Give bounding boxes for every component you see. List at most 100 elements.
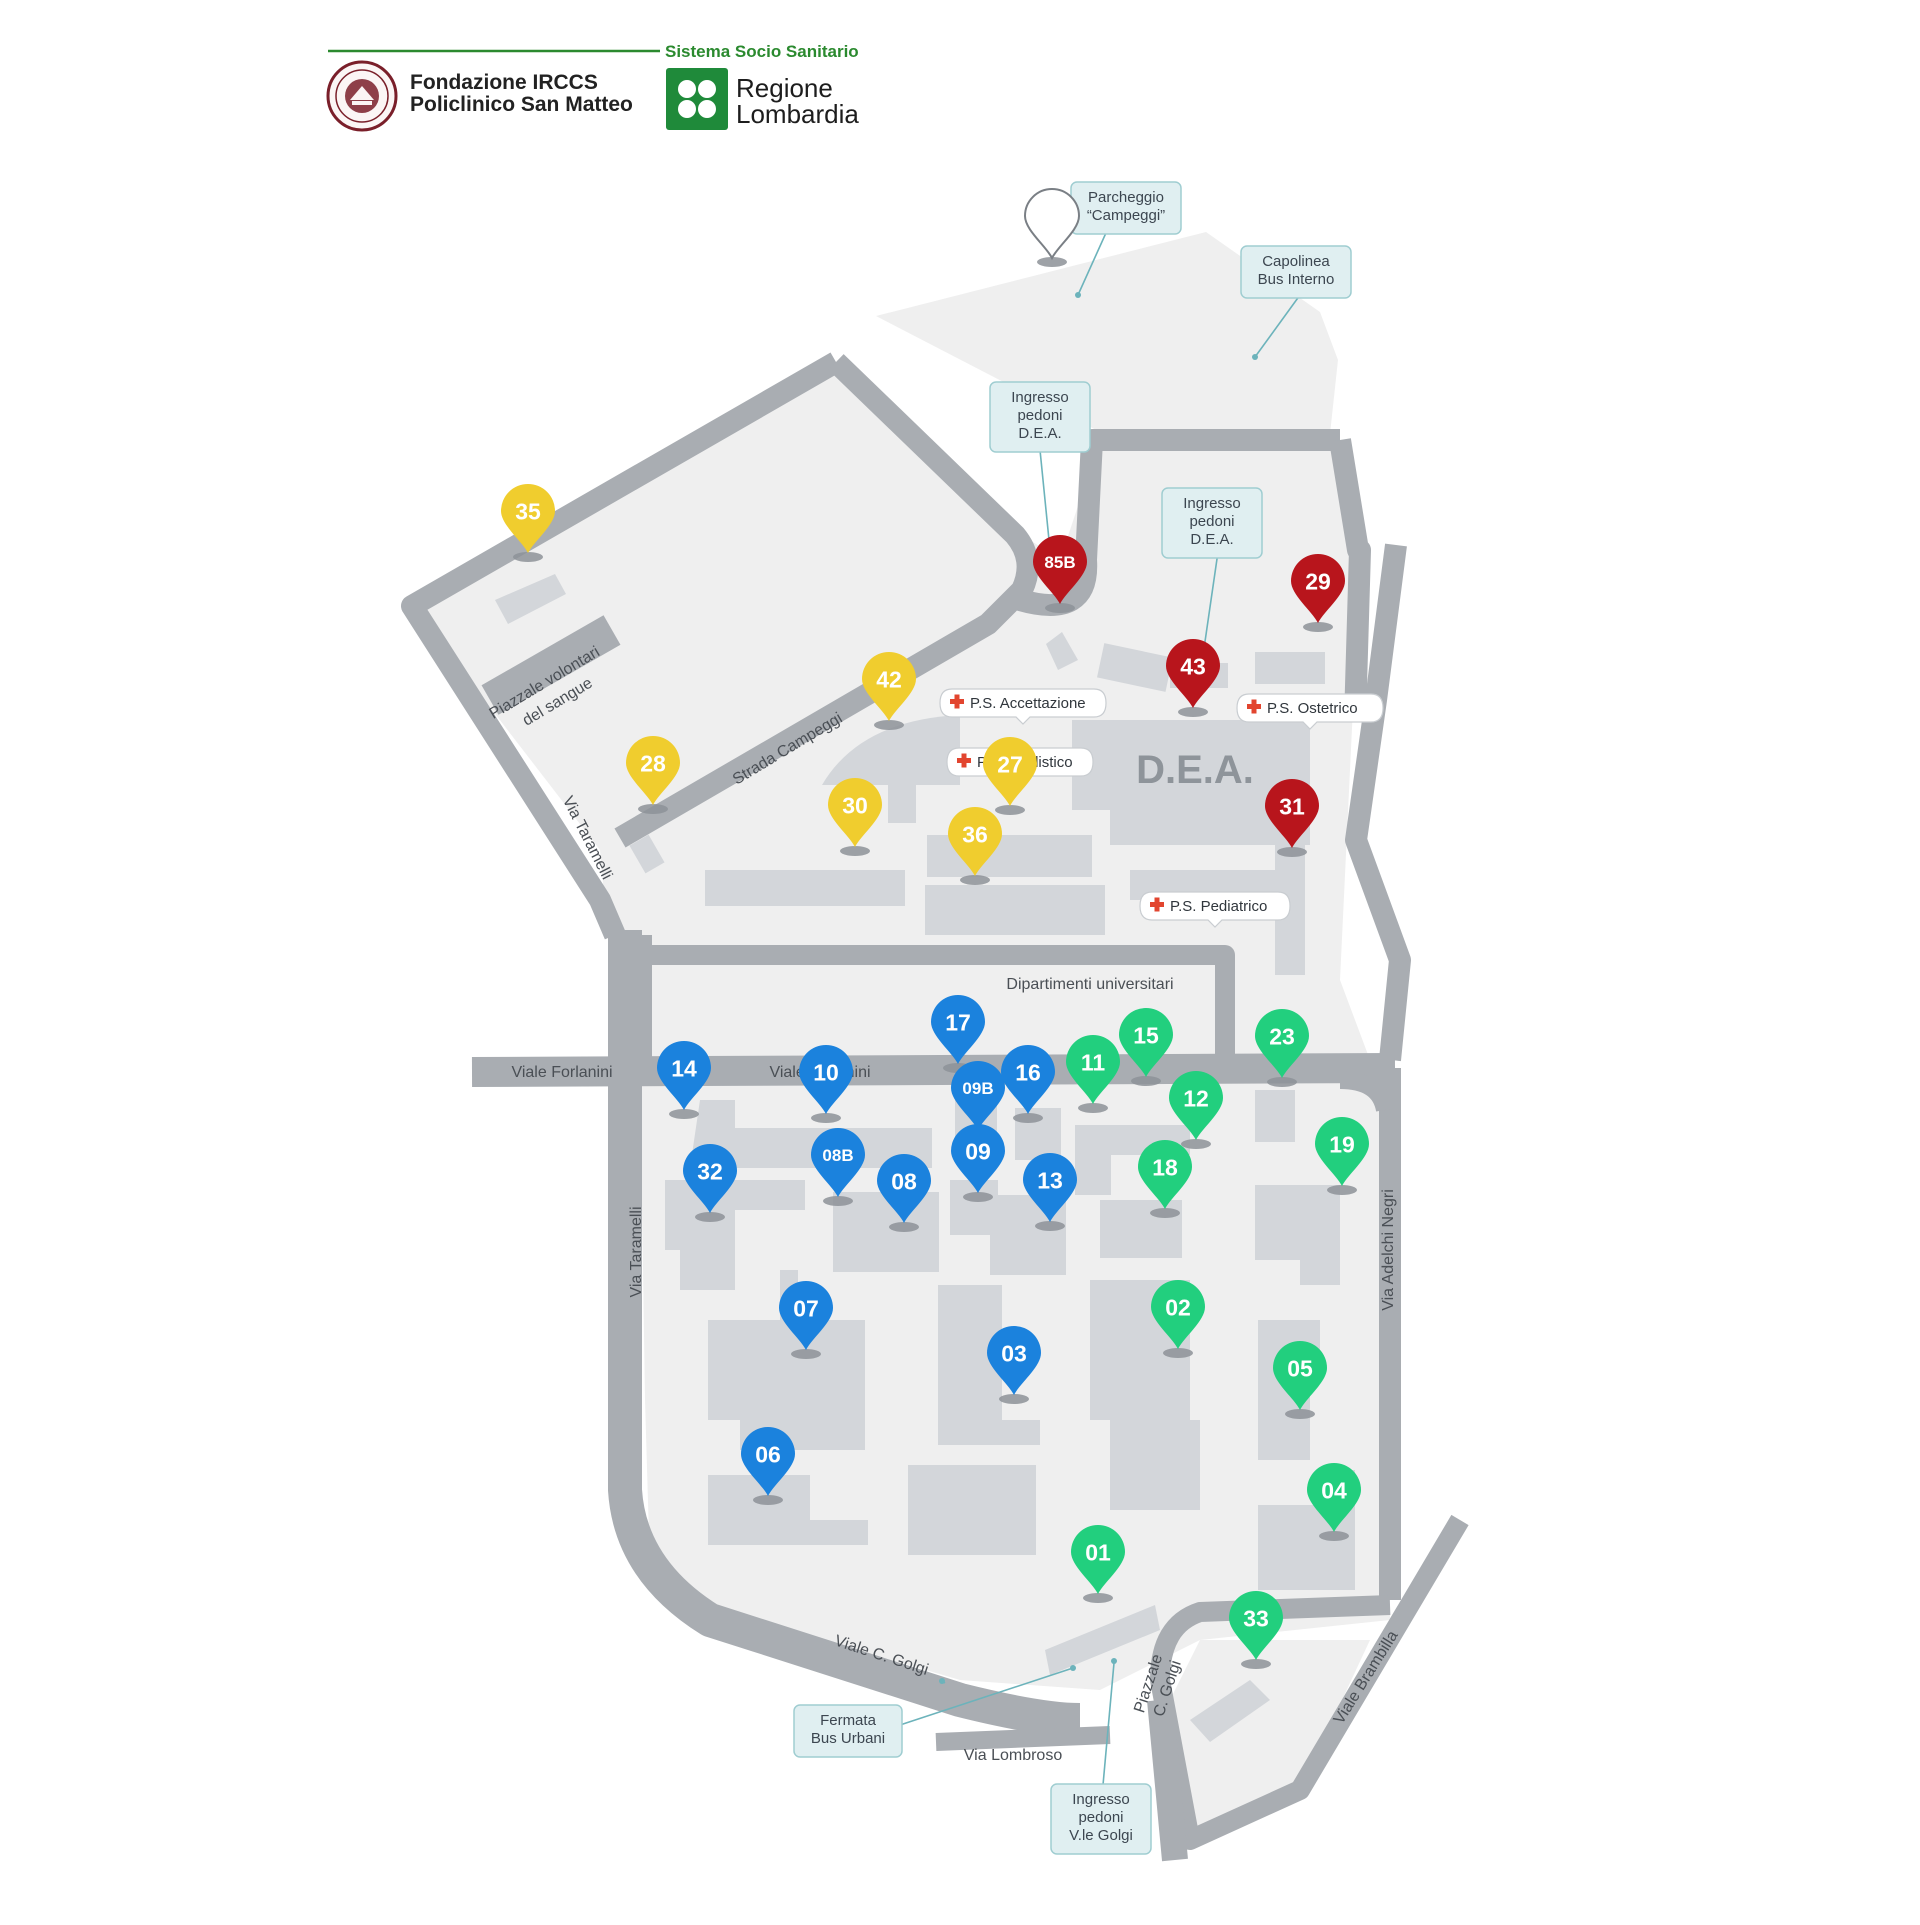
building-pin-06[interactable]: 06 — [741, 1427, 795, 1505]
building-pin-03[interactable]: 03 — [987, 1326, 1041, 1404]
map-pin-icon — [1307, 1463, 1361, 1532]
ps-label-text: P.S. Accettazione — [970, 695, 1086, 712]
building-28 — [629, 834, 665, 874]
map-pin-icon — [931, 995, 985, 1064]
building-pin-08b[interactable]: 08B — [811, 1128, 865, 1206]
building-pin-35[interactable]: 35 — [501, 484, 555, 562]
map-pin-icon — [1291, 554, 1345, 623]
pin-shadow — [1035, 1221, 1065, 1231]
building-pin-16[interactable]: 16 — [1001, 1045, 1055, 1123]
building-pin-29[interactable]: 29 — [1291, 554, 1345, 632]
building-36 — [925, 885, 1105, 935]
building-pin-04[interactable]: 04 — [1307, 1463, 1361, 1541]
road-dipartimenti — [650, 945, 1235, 1065]
pin-shadow — [963, 1192, 993, 1202]
building-pin-42[interactable]: 42 — [862, 652, 916, 730]
building-pin-19[interactable]: 19 — [1315, 1117, 1369, 1195]
ps-label-accettazione: P.S. Accettazione — [939, 688, 1107, 725]
building-pin-43[interactable]: 43 — [1166, 639, 1220, 717]
map-pin-icon — [501, 484, 555, 553]
pin-label: 85B — [1044, 553, 1075, 572]
pin-label: 28 — [640, 750, 666, 776]
emergency-cross-icon — [957, 753, 971, 768]
pin-label: 42 — [876, 666, 902, 692]
pin-label: 14 — [671, 1055, 697, 1081]
building-pin-85[interactable]: 85 — [1023, 188, 1081, 267]
building-pin-02[interactable]: 02 — [1151, 1280, 1205, 1358]
emergency-cross-icon — [950, 694, 964, 709]
building-pin-36[interactable]: 36 — [948, 807, 1002, 885]
building-pin-05[interactable]: 05 — [1273, 1341, 1327, 1419]
building-pin-01[interactable]: 01 — [1071, 1525, 1125, 1603]
building-pin-33[interactable]: 33 — [1229, 1591, 1283, 1669]
ps-label-ostetrico: P.S. Ostetrico — [1236, 693, 1384, 730]
callout-text: Parcheggio — [1088, 189, 1164, 206]
building-pin-15[interactable]: 15 — [1119, 1008, 1173, 1086]
building-03 — [938, 1285, 1040, 1445]
building-pin-14[interactable]: 14 — [657, 1041, 711, 1119]
building-pin-30[interactable]: 30 — [828, 778, 882, 856]
map-pin-icon — [741, 1427, 795, 1496]
building-pin-27[interactable]: 27 — [983, 737, 1037, 815]
pin-label: 23 — [1269, 1023, 1295, 1049]
pin-label: 09B — [962, 1079, 993, 1098]
pin-shadow — [791, 1349, 821, 1359]
map-pin-icon — [811, 1128, 865, 1197]
building-pins: 35 42 28 27 30 36 85B 29 43 31 85 17 14 10 09B 16 32 08B 0… — [501, 188, 1369, 1669]
pin-label: 16 — [1015, 1059, 1041, 1085]
building-pin-13[interactable]: 13 — [1023, 1153, 1077, 1231]
building-pin-85b[interactable]: 85B — [1033, 535, 1087, 613]
university-seal-icon — [326, 60, 398, 132]
building-pin-11[interactable]: 11 — [1066, 1035, 1120, 1113]
pin-label: 07 — [793, 1295, 819, 1321]
pin-label: 43 — [1180, 653, 1206, 679]
building-pin-10[interactable]: 10 — [799, 1045, 853, 1123]
region-line2: Lombardia — [736, 99, 859, 129]
building-pin-12[interactable]: 12 — [1169, 1071, 1223, 1149]
pin-label: 15 — [1133, 1022, 1159, 1048]
building-pin-23[interactable]: 23 — [1255, 1009, 1309, 1087]
pin-shadow — [995, 805, 1025, 815]
pin-label: 17 — [945, 1009, 971, 1035]
map-pin-icon — [1166, 639, 1220, 708]
pin-label: 02 — [1165, 1294, 1191, 1320]
building-pin-07[interactable]: 07 — [779, 1281, 833, 1359]
piazzale-volontari-strip — [481, 615, 621, 715]
pin-label: 09 — [965, 1138, 991, 1164]
building-pin-18[interactable]: 18 — [1138, 1140, 1192, 1218]
building-pin-32[interactable]: 32 — [683, 1144, 737, 1222]
ps-label-text: P.S. Ostetrico — [1267, 700, 1358, 717]
building-35 — [495, 574, 566, 624]
pin-shadow — [1163, 1348, 1193, 1358]
road-dea-east-upper — [1329, 438, 1371, 721]
building-pin-09[interactable]: 09 — [951, 1124, 1005, 1202]
pin-label: 12 — [1183, 1085, 1209, 1111]
pin-label: 30 — [842, 792, 868, 818]
pin-label: 04 — [1321, 1477, 1347, 1503]
road-lombroso — [935, 1726, 1111, 1751]
building-dea — [1072, 720, 1310, 845]
building-07 — [708, 1320, 865, 1450]
pin-label: 19 — [1329, 1131, 1355, 1157]
map-pin-icon — [1033, 535, 1087, 604]
pin-shadow — [1078, 1103, 1108, 1113]
pin-shadow — [823, 1196, 853, 1206]
pin-shadow — [1083, 1593, 1113, 1603]
pin-label: 08B — [822, 1146, 853, 1165]
road-taramelli-golgi — [608, 930, 1081, 1737]
callout-text: Bus Interno — [1258, 271, 1335, 288]
pin-shadow — [1045, 603, 1075, 613]
pin-shadow — [669, 1109, 699, 1119]
ps-label-text: P.S. Pediatrico — [1170, 898, 1267, 915]
building-pin-31[interactable]: 31 — [1265, 779, 1319, 857]
building-pin-08[interactable]: 08 — [877, 1154, 931, 1232]
map-pin-icon — [657, 1041, 711, 1110]
building-01 — [1045, 1605, 1160, 1675]
map-pin-icon — [1255, 1009, 1309, 1078]
building-pin-28[interactable]: 28 — [626, 736, 680, 814]
org-line2: Policlinico San Matteo — [410, 93, 633, 116]
building-33 — [1190, 1680, 1270, 1742]
